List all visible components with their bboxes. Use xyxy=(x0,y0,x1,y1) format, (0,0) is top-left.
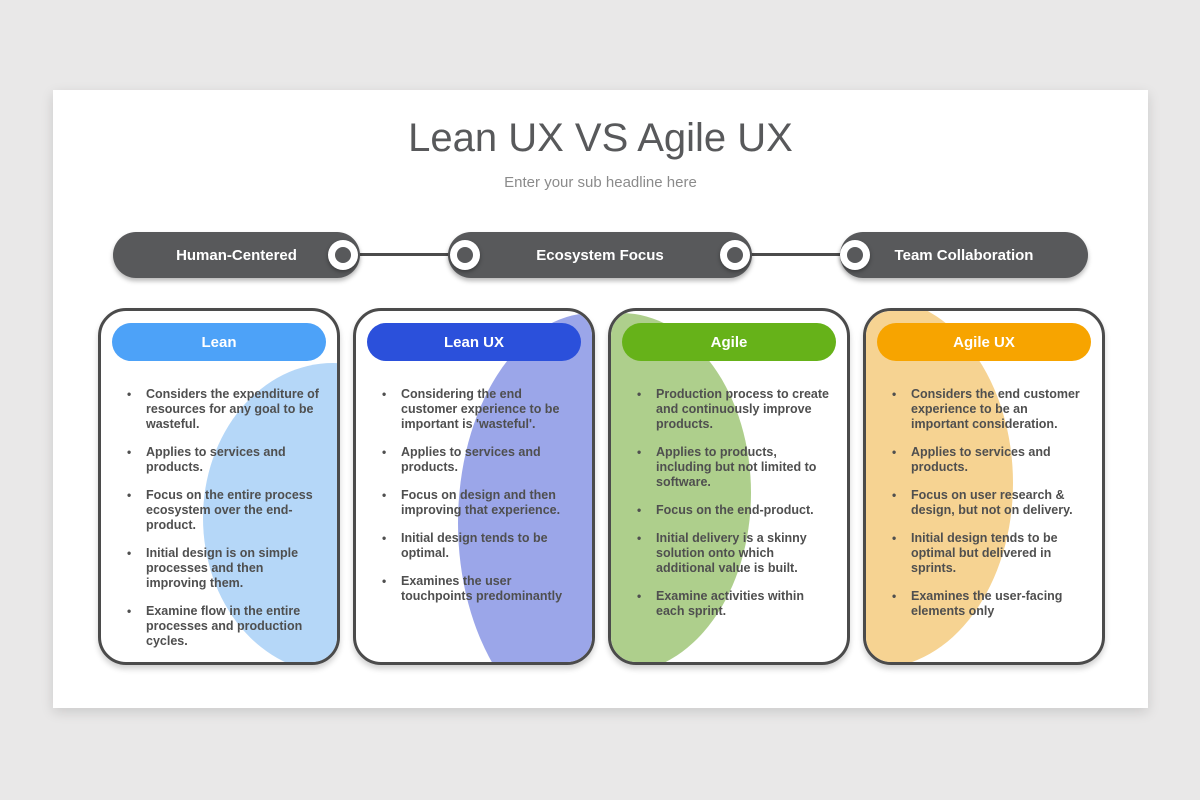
bullet-text: Considers the end customer experience to… xyxy=(911,387,1080,431)
comparison-card-lean: Lean • Considers the expenditure of resou… xyxy=(98,308,340,665)
bullet-text: Focus on design and then improving that … xyxy=(401,488,561,517)
bullet-text: Applies to products, including but not l… xyxy=(656,445,817,489)
bullet-dot-icon: • xyxy=(127,488,132,502)
bullet-item: • Considers the expenditure of resources … xyxy=(127,387,321,432)
bullet-item: • Examine flow in the entire processes an… xyxy=(127,604,321,649)
timeline-connector xyxy=(750,253,840,256)
bullet-item: • Initial delivery is a skinny solution o… xyxy=(637,531,831,576)
bullet-item: • Focus on the end-product. xyxy=(637,503,831,518)
timeline-node-icon xyxy=(328,240,358,270)
bullet-text: Examines the user-facing elements only xyxy=(911,589,1063,618)
bullet-dot-icon: • xyxy=(892,445,897,459)
comparison-card-agile: Agile • Production process to create and … xyxy=(608,308,850,665)
timeline: Human-Centered Ecosystem Focus Team Coll… xyxy=(53,90,1148,708)
bullet-text: Applies to services and products. xyxy=(911,445,1051,474)
card-title: Agile UX xyxy=(953,333,1015,351)
bullet-item: • Considers the end customer experience t… xyxy=(892,387,1086,432)
timeline-pill-team-collaboration: Team Collaboration xyxy=(840,232,1088,278)
bullet-item: • Production process to create and contin… xyxy=(637,387,831,432)
comparison-card-lean-ux: Lean UX • Considering the end customer ex… xyxy=(353,308,595,665)
bullet-dot-icon: • xyxy=(892,589,897,603)
bullet-dot-icon: • xyxy=(637,531,642,545)
bullet-text: Initial design tends to be optimal. xyxy=(401,531,548,560)
card-title: Lean UX xyxy=(443,333,504,351)
bullet-text: Examines the user touchpoints predominan… xyxy=(401,574,563,603)
bullet-text: Focus on the entire process ecosystem ov… xyxy=(146,488,313,532)
timeline-node-icon xyxy=(840,240,870,270)
bullet-dot-icon: • xyxy=(127,546,132,560)
bullet-item: • Examine activities within each sprint. xyxy=(637,589,831,619)
card-bullet-list: • Considers the end customer experience t… xyxy=(892,387,1086,619)
bullet-text: Examine activities within each sprint. xyxy=(656,589,804,618)
bullet-item: • Initial design tends to be optimal but … xyxy=(892,531,1086,576)
bullet-item: • Applies to services and products. xyxy=(127,445,321,475)
bullet-item: • Applies to services and products. xyxy=(892,445,1086,475)
bullet-dot-icon: • xyxy=(637,503,642,517)
bullet-text: Initial delivery is a skinny solution on… xyxy=(656,531,807,575)
bullet-dot-icon: • xyxy=(892,531,897,545)
bullet-text: Considers the expenditure of resources f… xyxy=(146,387,319,431)
bullet-dot-icon: • xyxy=(892,488,897,502)
card-header: Agile UX xyxy=(877,323,1091,361)
bullet-dot-icon: • xyxy=(382,574,387,588)
comparison-card-agile-ux: Agile UX • Considers the end customer exp… xyxy=(863,308,1105,665)
bullet-dot-icon: • xyxy=(382,387,387,401)
card-header: Lean UX xyxy=(367,323,581,361)
timeline-node-core-icon xyxy=(847,247,863,263)
timeline-connector xyxy=(360,253,450,256)
bullet-text: Applies to services and products. xyxy=(401,445,541,474)
bullet-item: • Examines the user-facing elements only xyxy=(892,589,1086,619)
bullet-item: • Considering the end customer experience… xyxy=(382,387,576,432)
bullet-text: Production process to create and continu… xyxy=(656,387,829,431)
bullet-dot-icon: • xyxy=(382,531,387,545)
timeline-pill-label: Ecosystem Focus xyxy=(536,246,664,264)
bullet-item: • Focus on the entire process ecosystem o… xyxy=(127,488,321,533)
card-bullet-list: • Considering the end customer experience… xyxy=(382,387,576,604)
bullet-dot-icon: • xyxy=(637,589,642,603)
timeline-pill-label: Human-Centered xyxy=(176,246,297,264)
bullet-item: • Initial design tends to be optimal. xyxy=(382,531,576,561)
bullet-item: • Focus on user research & design, but no… xyxy=(892,488,1086,518)
card-title: Lean xyxy=(201,333,237,351)
timeline-pill-ecosystem-focus: Ecosystem Focus xyxy=(448,232,752,278)
timeline-node-core-icon xyxy=(457,247,473,263)
bullet-dot-icon: • xyxy=(382,488,387,502)
bullet-dot-icon: • xyxy=(637,445,642,459)
bullet-item: • Applies to services and products. xyxy=(382,445,576,475)
bullet-dot-icon: • xyxy=(127,387,132,401)
bullet-text: Initial design tends to be optimal but d… xyxy=(911,531,1058,575)
bullet-text: Considering the end customer experience … xyxy=(401,387,560,431)
bullet-item: • Examines the user touchpoints predomina… xyxy=(382,574,576,604)
bullet-item: • Applies to products, including but not … xyxy=(637,445,831,490)
bullet-dot-icon: • xyxy=(892,387,897,401)
timeline-node-core-icon xyxy=(335,247,351,263)
page-subtitle: Enter your sub headline here xyxy=(504,174,697,191)
bullet-dot-icon: • xyxy=(382,445,387,459)
timeline-node-icon xyxy=(450,240,480,270)
bullet-text: Applies to services and products. xyxy=(146,445,286,474)
timeline-node-icon xyxy=(720,240,750,270)
bullet-text: Focus on user research & design, but not… xyxy=(911,488,1073,517)
bullet-text: Focus on the end-product. xyxy=(656,503,814,517)
card-bullet-list: • Considers the expenditure of resources … xyxy=(127,387,321,649)
bullet-dot-icon: • xyxy=(127,445,132,459)
bullet-item: • Focus on design and then improving that… xyxy=(382,488,576,518)
card-title: Agile xyxy=(710,333,748,351)
card-header: Agile xyxy=(622,323,836,361)
bullet-dot-icon: • xyxy=(127,604,132,618)
page-title: Lean UX VS Agile UX xyxy=(408,116,793,160)
card-header: Lean xyxy=(112,323,326,361)
bullet-dot-icon: • xyxy=(637,387,642,401)
bullet-item: • Initial design is on simple processes a… xyxy=(127,546,321,591)
bullet-text: Examine flow in the entire processes and… xyxy=(146,604,303,648)
slide: Lean UX VS Agile UX Enter your sub headl… xyxy=(53,90,1148,708)
card-bullet-list: • Production process to create and contin… xyxy=(637,387,831,619)
bullet-text: Initial design is on simple processes an… xyxy=(146,546,299,590)
timeline-pill-label: Team Collaboration xyxy=(894,246,1034,264)
timeline-pill-human-centered: Human-Centered xyxy=(113,232,360,278)
timeline-node-core-icon xyxy=(727,247,743,263)
